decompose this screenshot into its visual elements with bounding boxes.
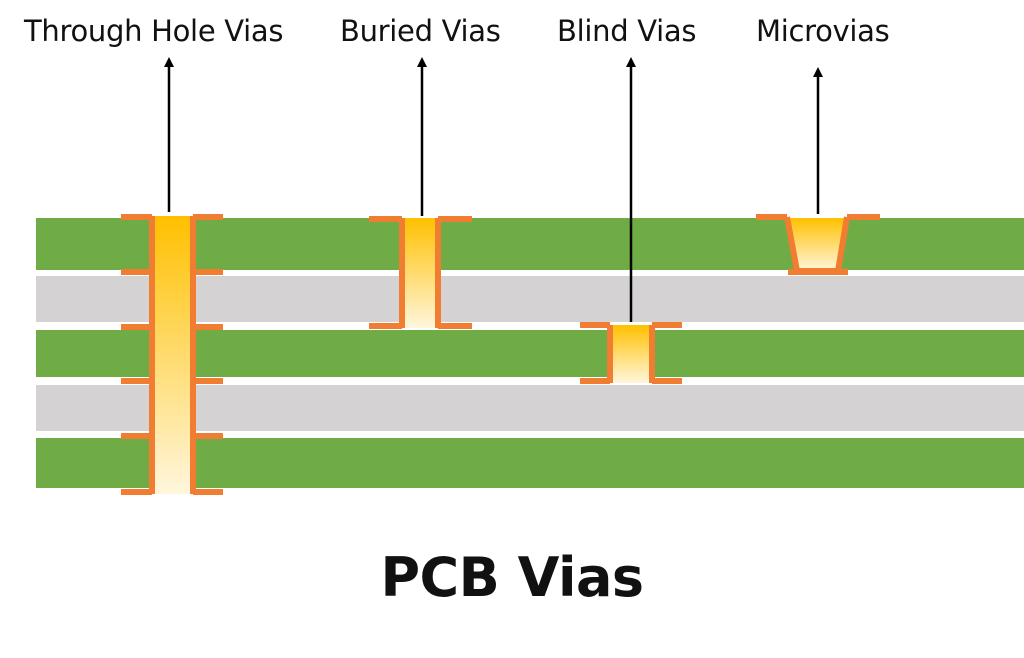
label-buried-vias: Buried Vias (340, 14, 501, 48)
diagram-title: PCB Vias (380, 546, 644, 609)
copper-layer-2 (36, 330, 1024, 377)
dielectric-layer-1 (36, 276, 1024, 322)
microvia (756, 214, 880, 275)
blind-via (580, 322, 682, 384)
board-layers (36, 218, 1024, 488)
dielectric-layer-2 (36, 385, 1024, 431)
copper-layer-3 (36, 438, 1024, 488)
label-blind-vias: Blind Vias (557, 14, 697, 48)
label-microvias: Microvias (756, 14, 890, 48)
copper-layer-1 (36, 218, 1024, 270)
buried-via (369, 216, 472, 329)
label-arrows (164, 57, 823, 322)
label-through-hole-vias: Through Hole Vias (24, 14, 284, 48)
through-hole-via (121, 214, 223, 495)
